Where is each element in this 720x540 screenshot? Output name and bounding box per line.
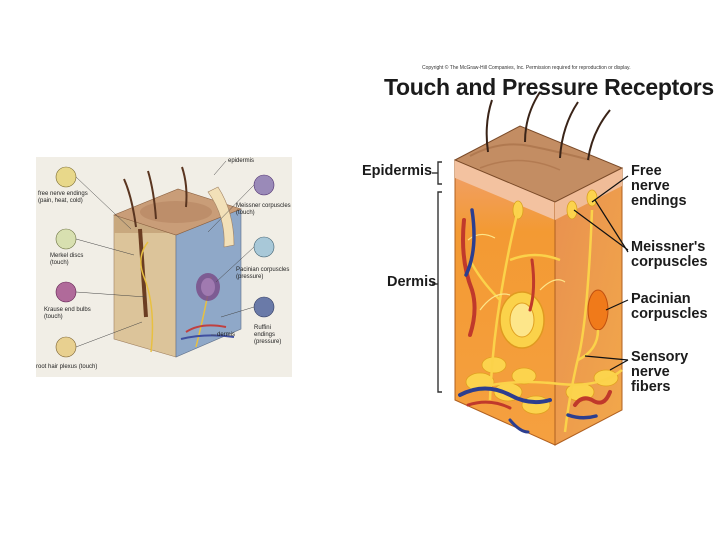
- right-label-free-nerve-endings: Free nerve endings: [631, 163, 687, 209]
- krause-end-bulbs-icon: [55, 281, 77, 303]
- right-touch-pressure-figure: Copyright © The McGraw-Hill Companies, I…: [360, 60, 714, 480]
- figure-title: Touch and Pressure Receptors: [384, 74, 714, 100]
- left-label-dermis: dermis: [217, 332, 236, 338]
- left-label-free-nerve-endings: free nerve endings (pain, heat, cold): [38, 191, 88, 204]
- right-skin-block-illustration: [432, 91, 629, 446]
- right-label-meissners-corpuscles: Meissner's corpuscles: [631, 239, 708, 270]
- right-label-dermis: Dermis: [387, 274, 437, 290]
- left-label-meissner-corpuscles: Meissner corpuscles (touch): [236, 203, 291, 216]
- left-label-root-hair-plexus: root hair plexus (touch): [36, 364, 98, 370]
- right-label-sensory-nerve-fibers: Sensory nerve fibers: [631, 349, 689, 395]
- right-label-pacinian-corpuscles: Pacinian corpuscles: [631, 291, 708, 322]
- left-label-epidermis: epidermis: [228, 158, 255, 164]
- root-hair-plexus-icon: [55, 336, 77, 358]
- left-label-pacinian-corpuscles: Pacinian corpuscles (pressure): [236, 267, 290, 280]
- left-skin-block-illustration: [55, 160, 275, 358]
- left-label-merkel-discs: Merkel discs (touch): [50, 253, 84, 266]
- pacinian-corpuscles-icon: [253, 236, 275, 258]
- ruffini-endings-icon: [253, 296, 275, 318]
- free-nerve-endings-icon: [55, 166, 77, 188]
- meissner-corpuscles-icon: [253, 174, 275, 196]
- copyright-notice: Copyright © The McGraw-Hill Companies, I…: [422, 65, 631, 71]
- left-skin-receptor-figure: free nerve endings (pain, heat, cold) Me…: [36, 157, 292, 377]
- right-label-epidermis: Epidermis: [362, 163, 433, 179]
- merkel-discs-icon: [55, 228, 77, 250]
- left-label-ruffini-endings: Ruffini endings (pressure): [254, 325, 282, 345]
- left-label-krause-end-bulbs: Krause end bulbs (touch): [44, 307, 91, 320]
